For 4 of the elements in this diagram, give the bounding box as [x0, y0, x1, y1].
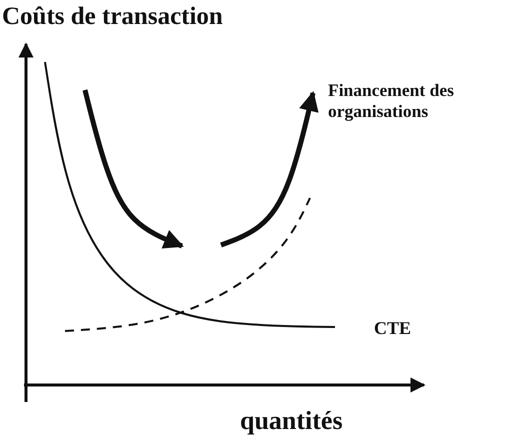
curve-label: Financement des organisations — [328, 80, 455, 122]
curve-label: CTE — [374, 318, 412, 340]
axis-title: quantités — [240, 405, 343, 436]
axis-title: Coûts de transaction — [2, 2, 223, 32]
